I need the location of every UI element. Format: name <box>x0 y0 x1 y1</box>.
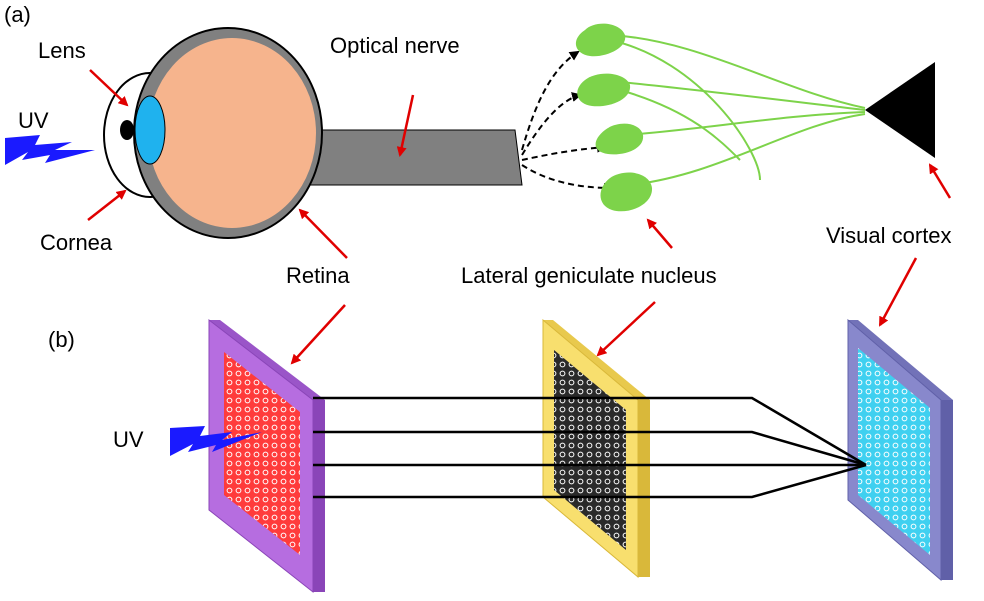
retina-arrow-a <box>298 208 348 259</box>
lgn-plate <box>542 318 650 579</box>
retina-grid <box>224 352 300 555</box>
lgn-neuron-1 <box>575 23 626 57</box>
lgn-label: Lateral geniculate nucleus <box>461 263 717 288</box>
visual-cortex-label: Visual cortex <box>826 223 952 248</box>
connection-wires <box>313 396 867 499</box>
uv-bolt-top <box>5 135 95 165</box>
neuron-fibers <box>609 34 866 186</box>
optical-nerve-arrow <box>396 94 415 157</box>
dashed-connections <box>521 50 614 193</box>
cornea-label: Cornea <box>40 230 113 255</box>
lgn-neuron-2 <box>577 73 631 107</box>
uv-label-bottom: UV <box>113 427 144 452</box>
lens <box>134 95 166 165</box>
lens-label: Lens <box>38 38 86 63</box>
cortex-arrow-a <box>928 163 952 199</box>
cortex-plate <box>847 318 953 582</box>
pupil <box>120 120 134 140</box>
visual-cortex-neuron <box>865 62 935 158</box>
cortex-arrow-b <box>878 257 918 327</box>
cortex-grid <box>858 348 930 555</box>
lgn-neurons <box>575 23 653 212</box>
optic-nerve <box>299 129 523 186</box>
retina-arrow-b <box>290 304 346 365</box>
lens-arrow <box>89 69 129 107</box>
lgn-arrow-b <box>596 301 656 357</box>
retina-plate <box>208 318 325 594</box>
panel-a-label: (a) <box>4 2 31 27</box>
cornea-arrow <box>87 189 127 221</box>
lgn-arrow-a <box>646 218 673 249</box>
uv-bolt-bottom <box>170 426 262 456</box>
retina-label: Retina <box>286 263 350 288</box>
uv-label-top: UV <box>18 108 49 133</box>
optical-nerve-label: Optical nerve <box>330 33 460 58</box>
panel-b-label: (b) <box>48 327 75 352</box>
lgn-neuron-3 <box>595 123 644 155</box>
eyeball-interior <box>148 38 316 228</box>
lgn-grid <box>554 350 626 550</box>
lgn-neuron-4 <box>600 172 653 212</box>
